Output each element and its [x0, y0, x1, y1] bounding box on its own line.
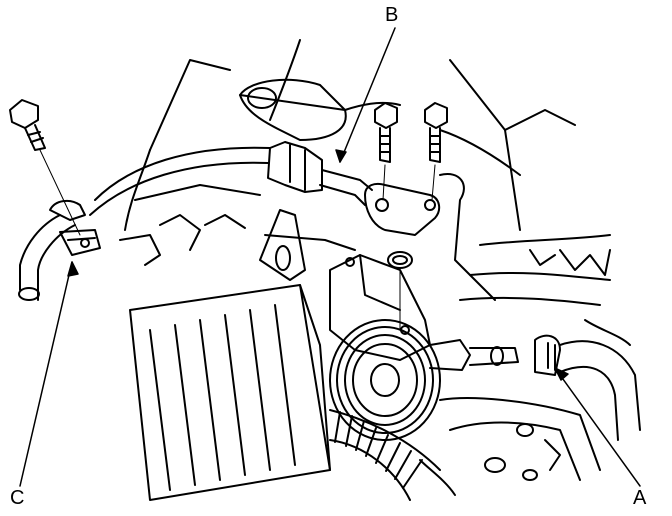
callout-a-label: A [633, 487, 647, 509]
mount-tab [259, 209, 306, 281]
callout-c-label: C [10, 487, 25, 509]
shroud [129, 284, 331, 501]
callout-b-label: B [385, 4, 399, 26]
bolt-left [9, 99, 81, 236]
engine-background [119, 39, 631, 346]
corrugated-hose [329, 409, 441, 501]
pulley [329, 319, 441, 441]
bolt-right [424, 102, 448, 201]
hose-clamp-c [49, 199, 101, 256]
pressure-line [18, 146, 373, 301]
bracket [364, 173, 496, 301]
o-ring [387, 251, 413, 331]
callout-leaders [19, 27, 641, 487]
engine-lower-right [419, 397, 601, 496]
bolt-middle [374, 102, 398, 201]
hose-segment [267, 141, 323, 193]
